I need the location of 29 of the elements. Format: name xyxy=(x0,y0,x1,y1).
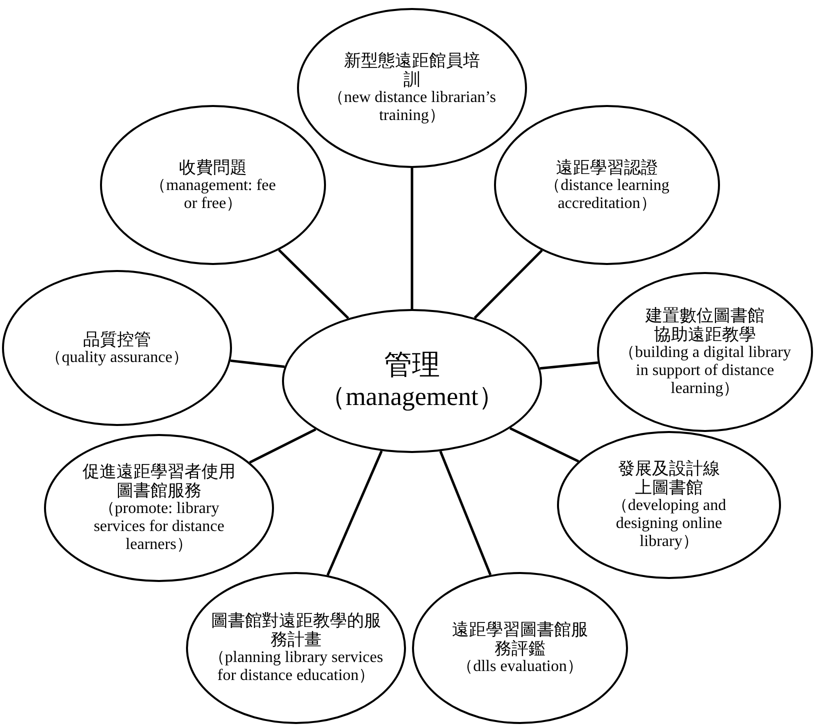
connector-line xyxy=(509,427,580,462)
english-label: （management: fee or free） xyxy=(149,176,277,212)
english-label: （developing and designing online library） xyxy=(610,497,728,551)
chinese-label: 遠距學習認證 xyxy=(556,158,658,176)
english-label: （new distance librarian’s training） xyxy=(327,89,497,125)
connector-line xyxy=(439,450,492,576)
english-label: （distance learning accreditation） xyxy=(544,176,670,212)
chinese-label: 新型態遠距館員培訓 xyxy=(343,51,481,89)
connector-line xyxy=(474,250,543,319)
english-label: （planning library services for distance education） xyxy=(208,649,384,685)
connector-line xyxy=(410,168,414,309)
chinese-label: 遠距學習圖書館服務評鑑 xyxy=(451,620,589,658)
chinese-label: 建置數位圖書館協助遠距教學 xyxy=(644,306,766,344)
connector-line xyxy=(278,249,350,320)
english-label: （management） xyxy=(320,382,504,412)
connector-line xyxy=(540,361,598,370)
chinese-label: 品質控管 xyxy=(83,330,151,348)
english-label: （dlls evaluation） xyxy=(457,658,583,676)
chinese-label: 收費問題 xyxy=(179,158,247,176)
connector-line xyxy=(249,428,316,464)
connector-line xyxy=(326,450,383,576)
connector-line xyxy=(230,359,285,368)
english-label: （building a digital library in support of distance learning） xyxy=(618,344,792,398)
english-label: （promote: library services for distance learners） xyxy=(92,500,226,554)
chinese-label: 發展及設計線上圖書館 xyxy=(617,459,721,497)
chinese-label: 管理 xyxy=(384,350,440,382)
chinese-label: 促進遠距學習者使用圖書館服務 xyxy=(82,462,236,500)
english-label: （quality assurance） xyxy=(46,348,188,366)
chinese-label: 圖書館對遠距教學的服務計畫 xyxy=(210,611,382,649)
